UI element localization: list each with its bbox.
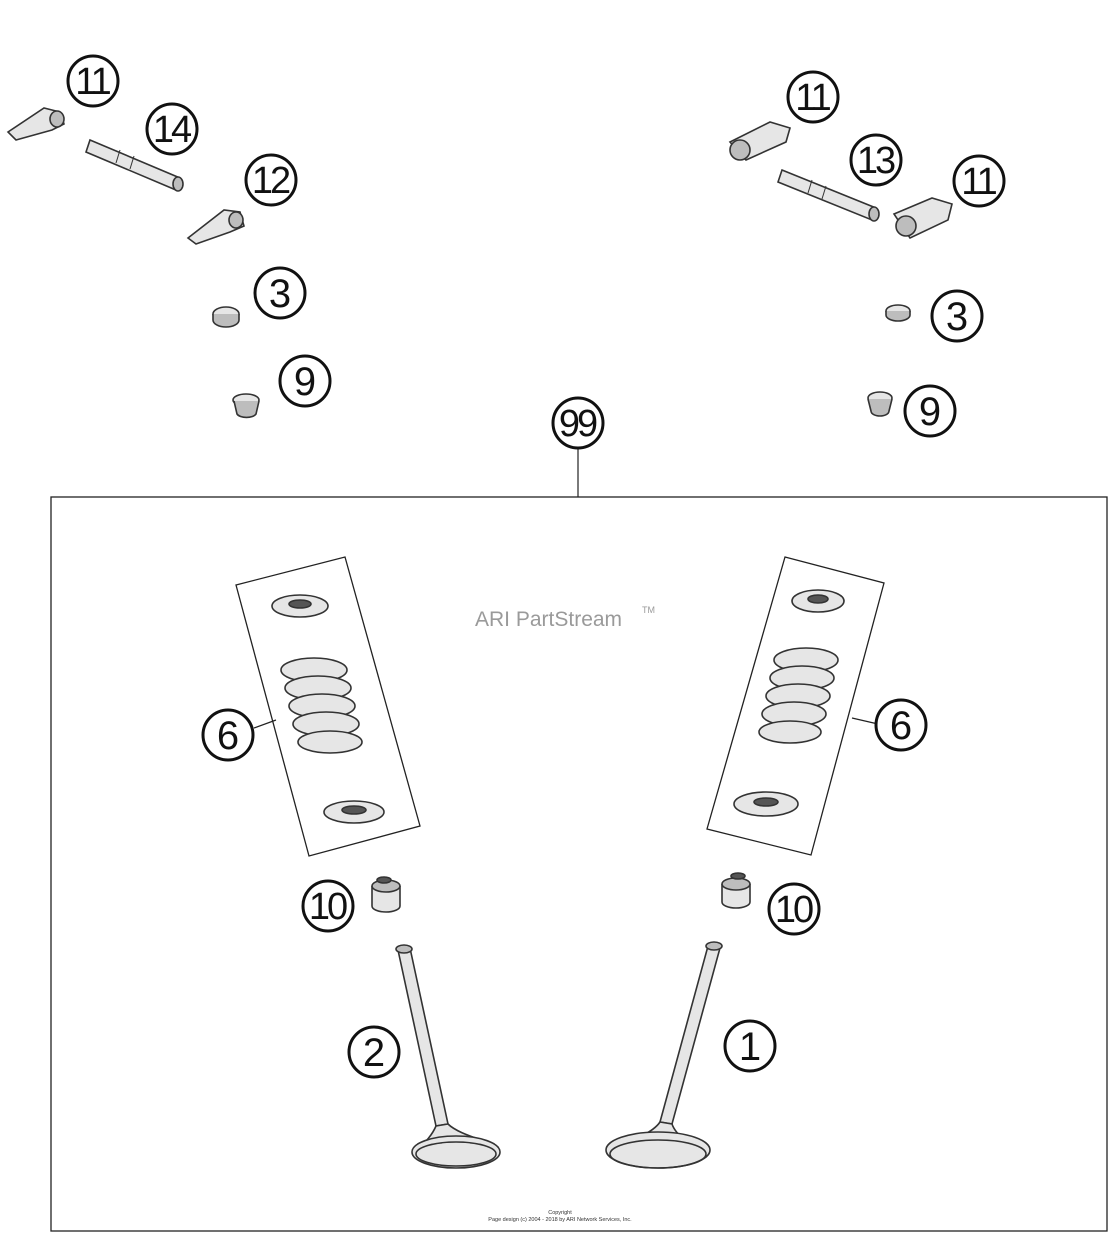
svg-text:13: 13 [857,140,895,182]
callout-3-left[interactable]: 3 [253,266,307,320]
svg-text:11: 11 [75,61,110,103]
svg-text:6: 6 [217,714,239,758]
svg-text:14: 14 [153,109,192,151]
rocker-arm-left-12 [186,209,245,245]
rocker-arm-right-1 [728,121,791,161]
svg-text:12: 12 [252,160,290,202]
callout-12[interactable]: 12 [244,153,298,207]
callout-13[interactable]: 13 [849,133,903,187]
valve-spring-right [758,647,839,744]
callout-1[interactable]: 1 [723,1019,777,1073]
spring-seat-left [323,800,385,824]
svg-text:9: 9 [919,390,941,434]
spring-retainer-right [791,589,845,613]
rocker-arm-right-2 [892,197,953,240]
spring-kit-box-left [235,556,421,857]
callout-11-top-left[interactable]: 11 [66,54,120,108]
shim-right-3 [885,304,911,322]
rocker-shaft-13 [777,168,880,222]
svg-text:10: 10 [309,886,347,928]
svg-text:3: 3 [946,295,968,339]
callout-10-left[interactable]: 10 [301,879,355,933]
svg-text:3: 3 [269,272,291,316]
callout-9-right[interactable]: 9 [903,384,957,438]
callout-3-right[interactable]: 3 [930,289,984,343]
watermark-text: ARI PartStream [475,608,622,631]
valve-assembly-box [50,496,1108,1232]
valve-stem-seal-right [721,872,751,909]
callout-10-right[interactable]: 10 [767,882,821,936]
svg-text:2: 2 [363,1031,385,1075]
valve-keeper-right-9 [867,391,893,417]
svg-text:10: 10 [775,889,813,931]
callout-99[interactable]: 99 [551,396,605,450]
callout-11-right[interactable]: 11 [952,154,1006,208]
svg-text:6: 6 [890,704,912,748]
svg-text:99: 99 [559,403,597,445]
copyright-line-1: Copyright [548,1210,572,1216]
callout-9-left[interactable]: 9 [278,354,332,408]
svg-text:11: 11 [961,161,996,203]
callout-11-top-right[interactable]: 11 [786,70,840,124]
callout-2[interactable]: 2 [347,1025,401,1079]
valve-exhaust-2 [395,944,501,1169]
valve-spring-left [280,657,363,754]
svg-text:9: 9 [294,360,316,404]
spring-seat-right [733,791,799,817]
watermark-trademark: TM [642,605,655,615]
callout-6-left[interactable]: 6 [201,708,255,762]
callout-14[interactable]: 14 [145,102,199,156]
shim-left-3 [212,306,240,328]
valve-keeper-left-9 [232,393,260,419]
copyright-line-2: Page design (c) 2004 - 2018 by ARI Netwo… [488,1217,632,1223]
callout-6-right[interactable]: 6 [874,698,928,752]
rocker-shaft-14 [85,138,184,192]
spring-kit-box-right [706,556,885,856]
svg-text:1: 1 [739,1025,761,1069]
rocker-arm-left-1 [6,107,65,141]
spring-retainer-left [271,594,329,618]
valve-intake-1 [605,941,723,1169]
svg-text:11: 11 [795,77,830,119]
valve-stem-seal-left [371,876,401,913]
